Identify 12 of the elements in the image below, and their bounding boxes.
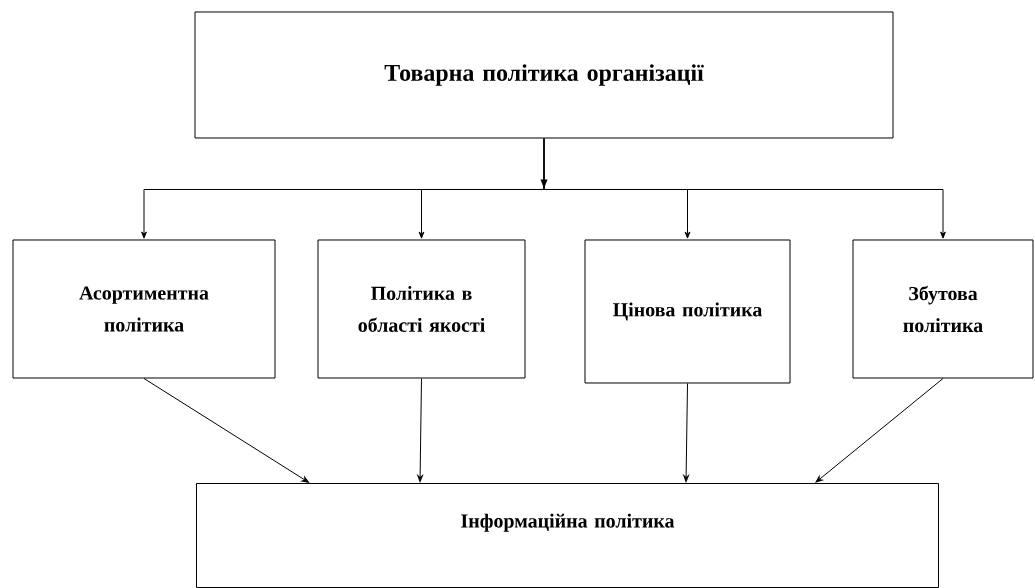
process-box: Асортиментна політика (12, 239, 276, 379)
arrow (683, 383, 689, 483)
title-box: Товарна політика організації (194, 11, 894, 139)
arrowhead (540, 179, 548, 189)
process-box: Політика в області якості (317, 239, 526, 379)
process-box: Інформаційна політика (196, 483, 939, 588)
arrow (143, 378, 309, 483)
arrow (543, 138, 946, 239)
process-box: Збутова політика (852, 239, 1034, 379)
arrow (815, 378, 944, 483)
arrow (417, 378, 423, 483)
process-box: Цінова політика (584, 239, 791, 384)
